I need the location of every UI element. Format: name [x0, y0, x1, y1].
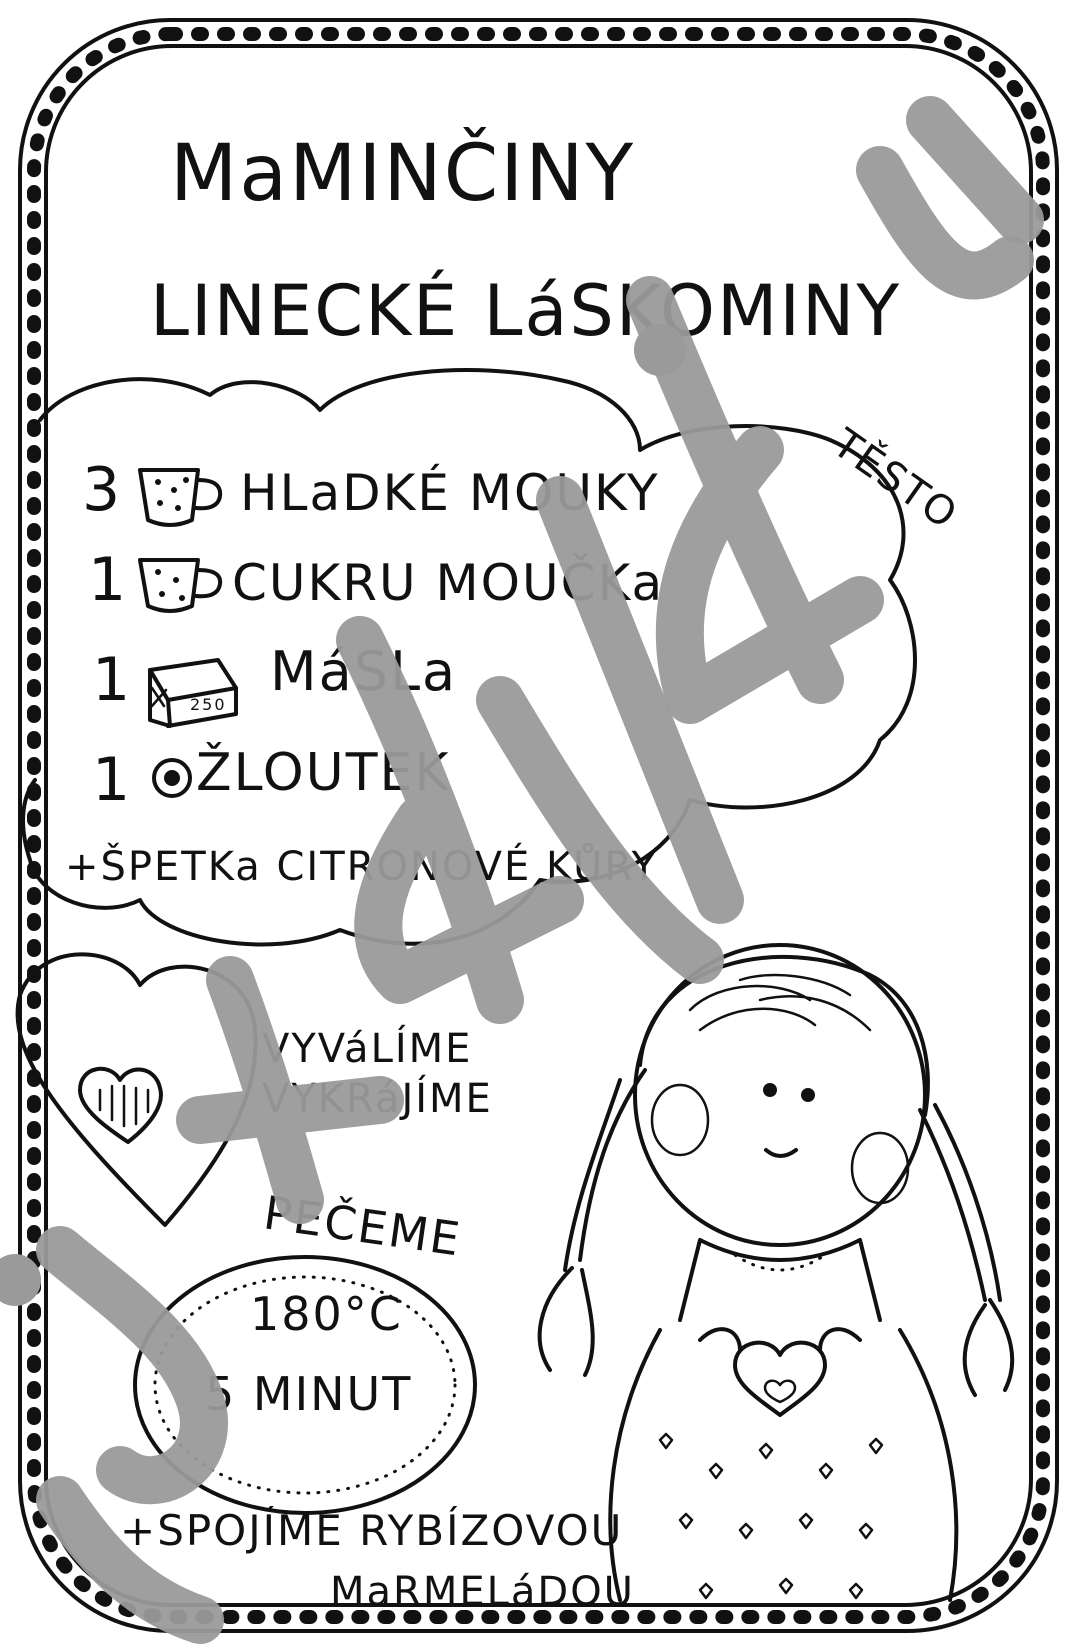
title-line-2: LINECKÉ LáSKOMINY	[150, 270, 901, 352]
girl-dress-top	[678, 1238, 882, 1322]
eye-right	[801, 1088, 815, 1102]
butter-weight: 250	[190, 695, 227, 714]
ingredient-qty: 1	[92, 645, 132, 715]
braid-right	[918, 1103, 1015, 1397]
cookie-heart-icon	[78, 1066, 163, 1144]
necklace	[733, 1253, 827, 1272]
cup-dotted-icon	[138, 558, 223, 613]
oven-timer: 180°C 5 MINUT	[133, 1255, 477, 1515]
held-heart-icon	[733, 1340, 827, 1417]
scalloped-border	[18, 18, 1059, 1633]
watermark	[0, 96, 1044, 1644]
ingredient-name: HLaDKÉ MOUKY	[240, 463, 660, 522]
eye-left	[763, 1083, 777, 1097]
bake-time: 5 MINUT	[205, 1367, 412, 1421]
braid-left	[537, 1068, 647, 1377]
ingredient-qty: 3	[82, 455, 122, 525]
dress-hearts	[658, 1432, 884, 1600]
footer-line-1: +SPOJÍME RYBÍZOVOU	[120, 1505, 623, 1555]
dough-label: TĚSTO	[823, 418, 967, 539]
step-roll: VYVáLÍME	[262, 1024, 472, 1072]
girl-dress	[608, 1328, 959, 1602]
cup-dotted-icon	[138, 468, 223, 527]
girl-hair	[638, 955, 930, 1117]
girl-illustration	[537, 943, 1015, 1602]
footer-line-2: MaRMELáDOU	[330, 1569, 635, 1615]
egg-yolk-icon	[152, 758, 192, 798]
temperature: 180°C	[250, 1287, 403, 1341]
title-line-1: MaMINČINY	[170, 127, 635, 219]
ingredient-qty: 1	[92, 745, 132, 815]
butter-pack-icon: 250	[148, 658, 238, 728]
dough-cloud	[21, 368, 917, 947]
ingredient-qty: 1	[88, 545, 128, 615]
girl-face	[633, 943, 927, 1247]
